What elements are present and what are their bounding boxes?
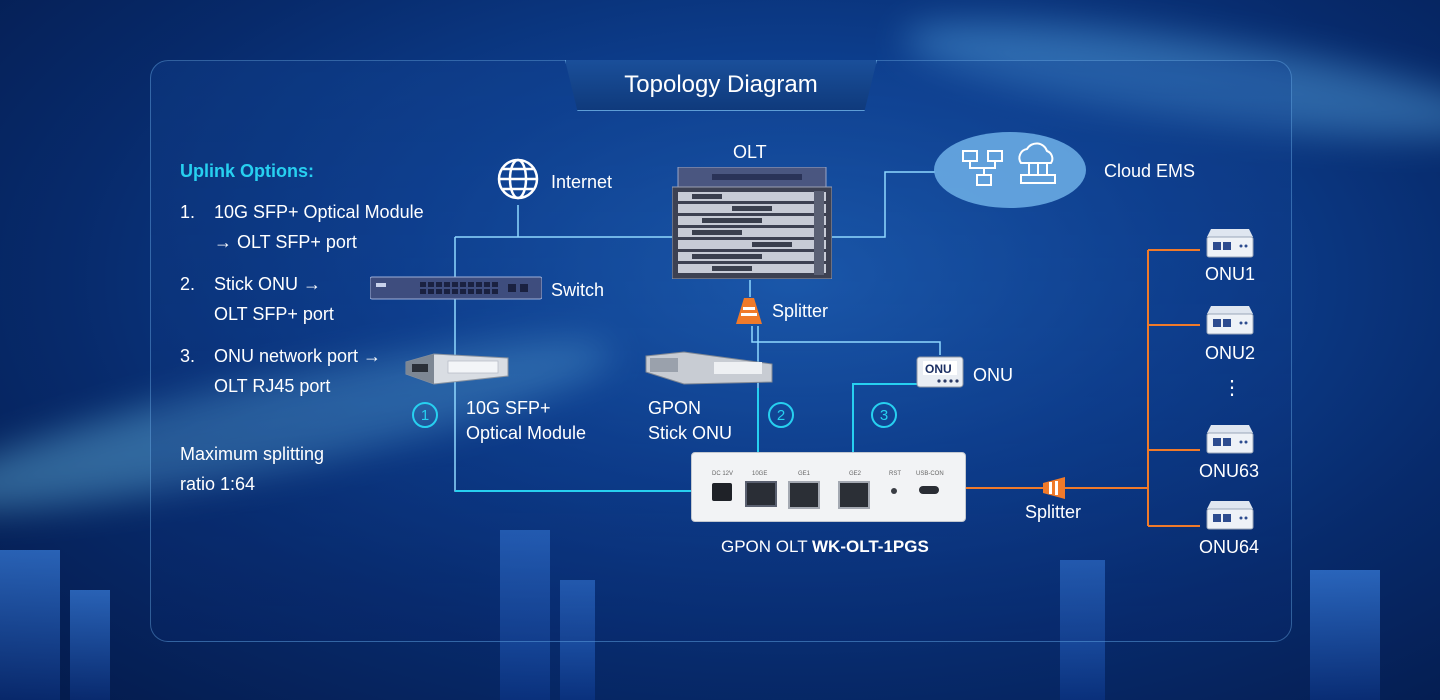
stick-label-line1: GPON (648, 398, 702, 418)
uplink-num-1: 1. (180, 202, 196, 222)
stick-label-line2: Stick ONU (648, 423, 733, 443)
uplink-num-3: 3. (180, 346, 196, 366)
port-label-dc: DC 12V (712, 471, 734, 477)
onu-label: ONU (973, 365, 1013, 385)
sfp-port (745, 481, 777, 507)
step-1-circle: 1 (412, 402, 438, 428)
title-tab: Topology Diagram (565, 60, 877, 111)
sfp-label-line1: 10G SFP+ (466, 398, 551, 418)
splitter-top-label: Splitter (772, 301, 829, 321)
port-label-ge2: GE2 (849, 471, 862, 477)
max-split-line2: ratio 1:64 (180, 474, 256, 494)
cloud-ems-label: Cloud EMS (1104, 161, 1196, 181)
switch-label: Switch (551, 280, 605, 300)
uplink-item-3-line1: ONU network port → (214, 346, 382, 366)
page-title: Topology Diagram (624, 71, 818, 98)
city-skyline (0, 550, 60, 700)
gpon-olt-label: GPON OLT WK-OLT-1PGS (721, 538, 929, 555)
sfp-label-line2: Optical Module (466, 423, 587, 443)
globe-icon (496, 157, 540, 201)
usb-port (919, 486, 939, 494)
uplink-item-2-line2: OLT SFP+ port (214, 304, 334, 324)
reset-button (891, 488, 897, 494)
gpon-olt-prefix: GPON OLT (721, 537, 813, 556)
onu2-icon (1205, 304, 1255, 336)
splitter-icon-top (736, 298, 762, 326)
city-skyline (1310, 570, 1380, 700)
port-label-rst: RST (889, 471, 901, 477)
port-label-ge1: GE1 (798, 471, 811, 477)
ellipsis-vertical: ⋮ (1222, 377, 1242, 399)
uplink-item-1-line2: → OLT SFP+ port (214, 232, 357, 252)
internet-label: Internet (551, 172, 613, 192)
ge1-port (788, 481, 820, 509)
onu64-label: ONU64 (1199, 537, 1260, 557)
step-2-circle: 2 (768, 402, 794, 428)
dc-port (712, 483, 732, 501)
uplink-num-2: 2. (180, 274, 196, 294)
uplink-heading: Uplink Options: (180, 161, 314, 181)
max-split-line1: Maximum splitting (180, 444, 325, 464)
wire-splitter-onu (751, 326, 941, 355)
uplink-item-1-line1: 10G SFP+ Optical Module (214, 202, 424, 222)
onu63-icon (1205, 423, 1255, 455)
onu1-label: ONU1 (1205, 264, 1256, 284)
wire-onu-ge2 (852, 383, 938, 478)
olt-label: OLT (733, 142, 767, 162)
city-skyline (560, 580, 595, 700)
onu64-icon (1205, 499, 1255, 531)
port-label-10ge: 10GE (752, 471, 768, 477)
city-skyline (500, 530, 550, 700)
splitter-bottom-label: Splitter (1025, 502, 1082, 522)
onu-device (915, 355, 965, 389)
wire-olt-cloud (832, 171, 935, 238)
stick-onu-device (644, 350, 774, 386)
cloud-ems-device (933, 131, 1087, 209)
gpon-olt-device: DC 12V 10GE GE1 GE2 RST USB-CON (691, 452, 966, 522)
sfp-module-device (402, 348, 512, 386)
city-skyline (1060, 560, 1105, 700)
onu-device-text: ONU (925, 362, 952, 376)
ge2-port (838, 481, 870, 509)
onu2-label: ONU2 (1205, 343, 1256, 363)
diagram-panel (150, 60, 1292, 642)
gpon-olt-model: WK-OLT-1PGS (812, 537, 929, 556)
uplink-item-2-line1: Stick ONU → (214, 274, 322, 294)
city-skyline (70, 590, 110, 700)
switch-device (369, 275, 543, 301)
port-label-usb: USB-CON (916, 471, 944, 477)
olt-chassis-device (671, 166, 833, 280)
uplink-item-3-line2: OLT RJ45 port (214, 376, 331, 396)
onu63-label: ONU63 (1199, 461, 1260, 481)
onu1-icon (1205, 227, 1255, 259)
splitter-icon-bottom (1043, 477, 1065, 499)
step-3-circle: 3 (871, 402, 897, 428)
